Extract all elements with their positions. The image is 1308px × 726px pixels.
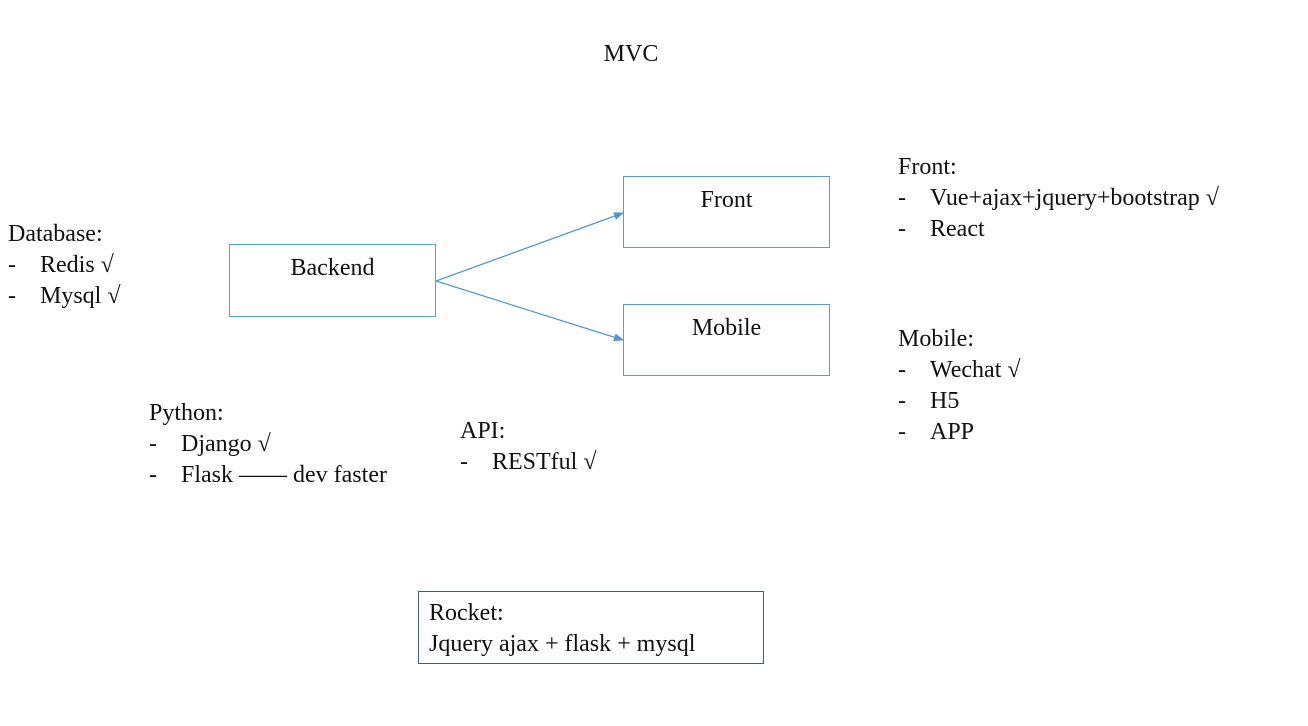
list-marker: - bbox=[898, 419, 906, 445]
mobile-list: -Wechat √ -H5 -APP bbox=[898, 355, 1021, 448]
list-item-text: Redis √ bbox=[40, 252, 114, 278]
list-item-text: Vue+ajax+jquery+bootstrap √ bbox=[930, 185, 1219, 211]
list-item: -RESTful √ bbox=[460, 447, 597, 478]
list-item: -APP bbox=[898, 417, 1021, 448]
front-node: Front bbox=[623, 176, 830, 248]
database-heading: Database: bbox=[8, 221, 103, 247]
diagram-title: MVC bbox=[603, 41, 659, 67]
list-item: -Django √ bbox=[149, 429, 387, 460]
database-list: -Redis √ -Mysql √ bbox=[8, 250, 121, 312]
backend-node-label: Backend bbox=[290, 255, 375, 281]
backend-node: Backend bbox=[229, 244, 436, 317]
list-item: -Vue+ajax+jquery+bootstrap √ bbox=[898, 183, 1219, 214]
mobile-node-label: Mobile bbox=[691, 315, 762, 341]
list-item-text: Wechat √ bbox=[930, 357, 1021, 383]
list-marker: - bbox=[898, 185, 906, 211]
list-marker: - bbox=[898, 216, 906, 242]
list-item-text: RESTful √ bbox=[492, 449, 597, 475]
front-node-label: Front bbox=[700, 187, 753, 213]
list-item-text: APP bbox=[930, 419, 975, 445]
mobile-heading: Mobile: bbox=[898, 326, 974, 352]
api-list: -RESTful √ bbox=[460, 447, 597, 478]
python-list: -Django √ -Flask —— dev faster bbox=[149, 429, 387, 491]
list-marker: - bbox=[898, 388, 906, 414]
api-heading: API: bbox=[460, 418, 506, 444]
front-list: -Vue+ajax+jquery+bootstrap √ -React bbox=[898, 183, 1219, 245]
api-notes: API: -RESTful √ bbox=[460, 416, 597, 478]
list-item: -Mysql √ bbox=[8, 281, 121, 312]
list-item: -Flask —— dev faster bbox=[149, 460, 387, 491]
list-marker: - bbox=[460, 449, 468, 475]
python-notes: Python: -Django √ -Flask —— dev faster bbox=[149, 398, 387, 491]
database-notes: Database: -Redis √ -Mysql √ bbox=[8, 219, 121, 312]
list-marker: - bbox=[149, 431, 157, 457]
list-item-text: React bbox=[930, 216, 985, 242]
list-marker: - bbox=[149, 462, 157, 488]
list-item-text: Mysql √ bbox=[40, 283, 121, 309]
list-marker: - bbox=[8, 283, 16, 309]
rocket-box: Rocket: Jquery ajax + flask + mysql bbox=[418, 591, 764, 664]
arrow-backend-to-front bbox=[435, 212, 624, 282]
list-item: -H5 bbox=[898, 386, 1021, 417]
list-item-text: Django √ bbox=[181, 431, 271, 457]
arrow-backend-to-mobile bbox=[435, 280, 624, 342]
mobile-node: Mobile bbox=[623, 304, 830, 376]
front-notes: Front: -Vue+ajax+jquery+bootstrap √ -Rea… bbox=[898, 152, 1219, 245]
list-item-text: Flask —— dev faster bbox=[181, 462, 387, 488]
list-item-text: H5 bbox=[930, 388, 960, 414]
list-marker: - bbox=[8, 252, 16, 278]
list-item: -Wechat √ bbox=[898, 355, 1021, 386]
front-heading: Front: bbox=[898, 154, 957, 180]
rocket-stack: Jquery ajax + flask + mysql bbox=[429, 631, 696, 657]
rocket-heading: Rocket: bbox=[429, 600, 504, 626]
python-heading: Python: bbox=[149, 400, 224, 426]
list-item: -Redis √ bbox=[8, 250, 121, 281]
list-item: -React bbox=[898, 214, 1219, 245]
list-marker: - bbox=[898, 357, 906, 383]
mobile-notes: Mobile: -Wechat √ -H5 -APP bbox=[898, 324, 1021, 448]
